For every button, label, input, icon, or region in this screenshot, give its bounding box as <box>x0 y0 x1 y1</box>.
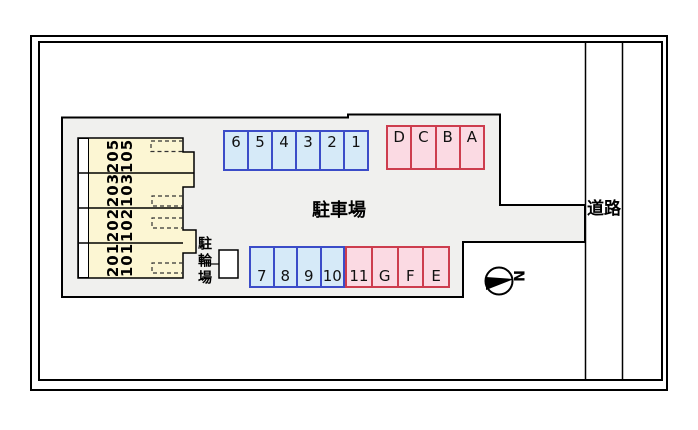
parking-stall-9: 9 <box>296 248 320 286</box>
parking-row-top-blue: 6 5 4 3 2 1 <box>223 130 369 171</box>
unit-label-205-105: 205 105 <box>104 138 136 174</box>
stall-label: 2 <box>327 133 337 151</box>
stall-label: 11 <box>349 267 369 285</box>
porch-dashed-unit4 <box>151 262 183 274</box>
parking-stall-C: C <box>410 127 434 168</box>
parking-stall-1: 1 <box>343 132 367 169</box>
stall-label: D <box>393 128 405 146</box>
inner-frame <box>38 41 663 381</box>
bicycle-parking-box <box>218 249 239 279</box>
parking-row-bottom-pink: 11 G F E <box>345 246 450 288</box>
parking-row-bottom-blue: 7 8 9 10 <box>249 246 345 288</box>
stall-label: F <box>406 267 415 285</box>
parking-stall-11: 11 <box>347 248 371 286</box>
parking-stall-A: A <box>458 127 483 168</box>
porch-dashed-unit2 <box>151 195 183 207</box>
stall-label: 3 <box>303 133 313 151</box>
stall-label: 8 <box>280 267 291 285</box>
compass-needle <box>486 277 514 290</box>
unit-label-202-102: 202 102 <box>104 207 136 243</box>
parking-stall-G: G <box>370 248 397 286</box>
parking-stall-2: 2 <box>319 132 343 169</box>
unit-label-201-101: 201 101 <box>104 242 136 278</box>
parking-row-top-pink: D C B A <box>386 125 485 170</box>
stall-label: E <box>431 267 441 285</box>
unit-label-203-103: 203 103 <box>104 172 136 208</box>
stall-label: 7 <box>256 267 267 285</box>
parking-stall-D: D <box>388 127 410 168</box>
bicycle-parking-label: 駐輪場 <box>196 236 212 287</box>
stall-label: 9 <box>303 267 314 285</box>
parking-lot-label: 駐車場 <box>312 200 366 221</box>
stall-label: B <box>442 128 453 146</box>
unit-number-lower: 102 <box>118 207 136 243</box>
parking-stall-7: 7 <box>251 248 273 286</box>
stall-label: A <box>466 128 477 146</box>
parking-stall-6: 6 <box>225 132 247 169</box>
unit-number-lower: 101 <box>118 242 136 278</box>
stall-label: 6 <box>231 133 241 151</box>
stall-label: 10 <box>322 267 342 285</box>
outer-frame <box>30 35 668 391</box>
parking-stall-E: E <box>422 248 448 286</box>
parking-stall-10: 10 <box>319 248 344 286</box>
stall-label: G <box>378 267 391 285</box>
parking-stall-5: 5 <box>247 132 271 169</box>
stall-label: 5 <box>255 133 265 151</box>
unit-number-lower: 105 <box>118 138 136 174</box>
porch-dashed-unit3 <box>151 217 183 229</box>
parking-stall-8: 8 <box>272 248 297 286</box>
unit-number-lower: 103 <box>118 172 136 208</box>
stall-label: 1 <box>351 133 361 151</box>
parking-stall-B: B <box>434 127 459 168</box>
parking-stall-4: 4 <box>271 132 295 169</box>
stall-label: 4 <box>279 133 289 151</box>
porch-dashed-unit1 <box>150 140 183 153</box>
stall-label: C <box>418 128 429 146</box>
compass-north-label: N <box>510 270 526 282</box>
parking-stall-F: F <box>396 248 423 286</box>
road-label: 道路 <box>587 199 621 219</box>
parking-stall-3: 3 <box>295 132 319 169</box>
